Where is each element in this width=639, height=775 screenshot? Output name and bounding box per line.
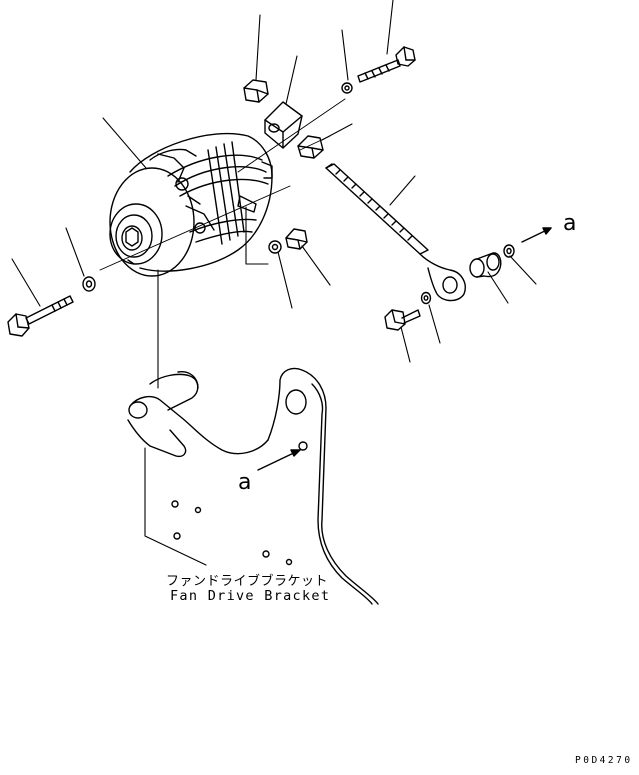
nut-top: [243, 79, 269, 103]
adjusting-rod: [325, 163, 466, 302]
fan-drive-bracket: [127, 367, 379, 605]
nut-middle: [297, 135, 324, 159]
bracket-label-japanese: ファンドライブブラケット: [166, 574, 329, 589]
reference-letter-right: a: [563, 211, 577, 236]
bracket-label-english: Fan Drive Bracket: [170, 588, 331, 604]
washer-small: [420, 291, 432, 305]
reference-arrow-right: [521, 227, 552, 243]
bushing: [469, 252, 502, 278]
drawing-code: P0D4270: [575, 755, 633, 766]
spacer-block: [264, 101, 303, 149]
washer-top: [341, 82, 353, 94]
alternator: [109, 132, 273, 277]
bolt-left: [7, 295, 74, 337]
bolt-small: [384, 309, 421, 331]
washer-left: [82, 276, 96, 292]
bolt-top: [357, 46, 416, 83]
leader-lines: [11, 0, 537, 566]
washer-right: [503, 244, 515, 258]
nut-lower: [285, 228, 308, 250]
washer-lower: [268, 240, 282, 254]
reference-letter-left: a: [238, 470, 252, 495]
reference-arrow-left: [257, 449, 301, 471]
